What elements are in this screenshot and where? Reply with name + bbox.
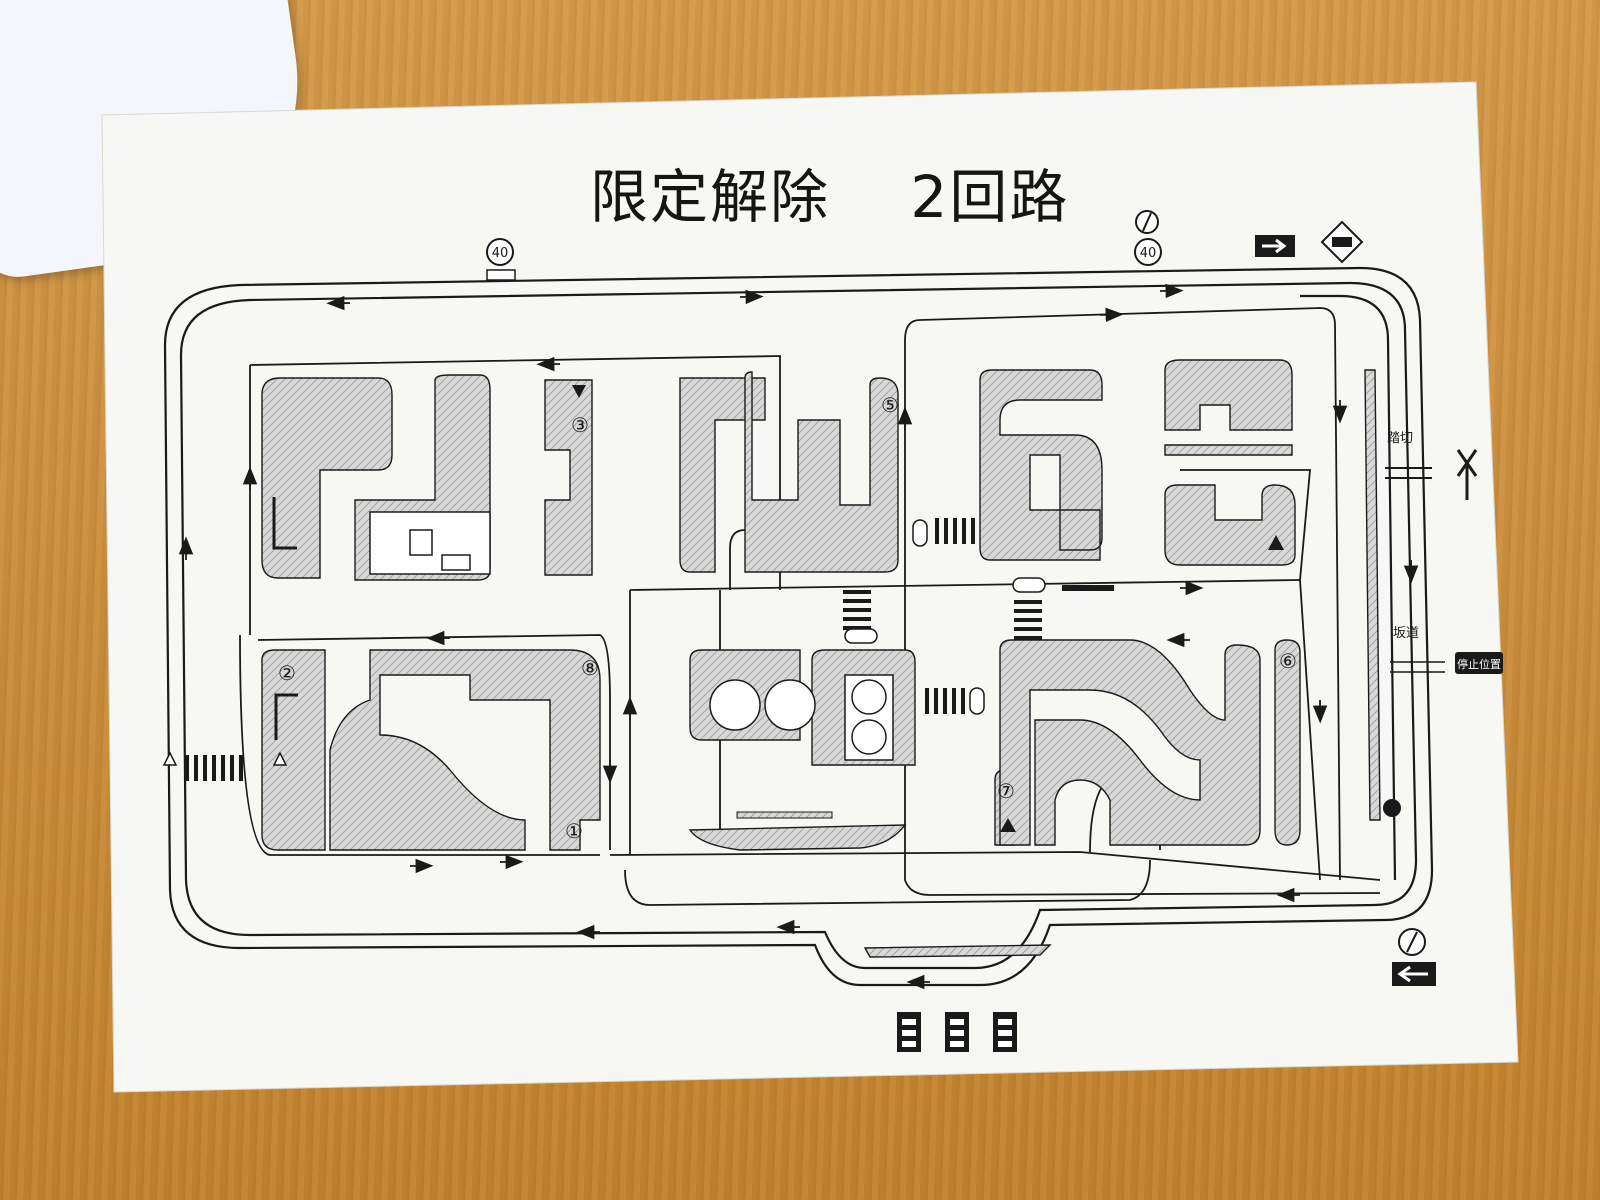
section-6: ⑥ <box>1279 649 1297 673</box>
section-8: ⑧ <box>581 656 599 680</box>
speed-sign-right <box>1134 238 1162 266</box>
speed-limit-left: 40 <box>492 246 509 261</box>
crossing-label: 踏切 <box>1387 431 1413 446</box>
direction-arrows <box>178 283 1419 990</box>
section-numbers: ① ② ③ ⑤ ⑥ ⑦ ⑧ <box>278 393 1297 843</box>
block-bottom-strip <box>863 944 1052 958</box>
block-top-right-2 <box>1164 359 1293 431</box>
block-6 <box>1274 639 1301 846</box>
stop-position-label: 停止位置 <box>1457 657 1501 671</box>
section-1: ① <box>565 819 583 843</box>
block-top-right-3 <box>1164 444 1293 456</box>
block-top-left <box>261 377 393 579</box>
section-7: ⑦ <box>997 779 1015 803</box>
stop-position-sign <box>1455 652 1503 674</box>
stop-circle-sign <box>1383 799 1401 817</box>
block-3 <box>544 379 593 576</box>
block-8 <box>329 649 601 851</box>
page-title: 限定解除 2回路 <box>590 163 1070 231</box>
lane-markers <box>272 497 298 740</box>
block-2 <box>261 649 326 851</box>
traffic-lights <box>844 519 1046 715</box>
section-5: ⑤ <box>881 393 899 417</box>
block-bottom-center <box>688 824 907 851</box>
outer-roads <box>163 266 1434 987</box>
block-5 <box>744 371 899 573</box>
section-2: ② <box>278 661 296 685</box>
speed-sign-left <box>486 238 514 266</box>
railway-crossing <box>1385 467 1445 673</box>
block-top-right-4 <box>1164 484 1296 566</box>
block-slope <box>1364 369 1381 821</box>
center-features <box>369 511 894 761</box>
block-center-s <box>999 639 1261 846</box>
block-top-center <box>679 377 766 573</box>
crosswalks <box>185 518 1114 819</box>
speed-limit-right: 40 <box>1140 246 1157 261</box>
slope-label: 坂道 <box>1393 626 1419 641</box>
section-3: ③ <box>571 413 589 437</box>
road-signs: 停止位置 <box>162 210 1503 1052</box>
block-top-right-1 <box>979 369 1103 561</box>
